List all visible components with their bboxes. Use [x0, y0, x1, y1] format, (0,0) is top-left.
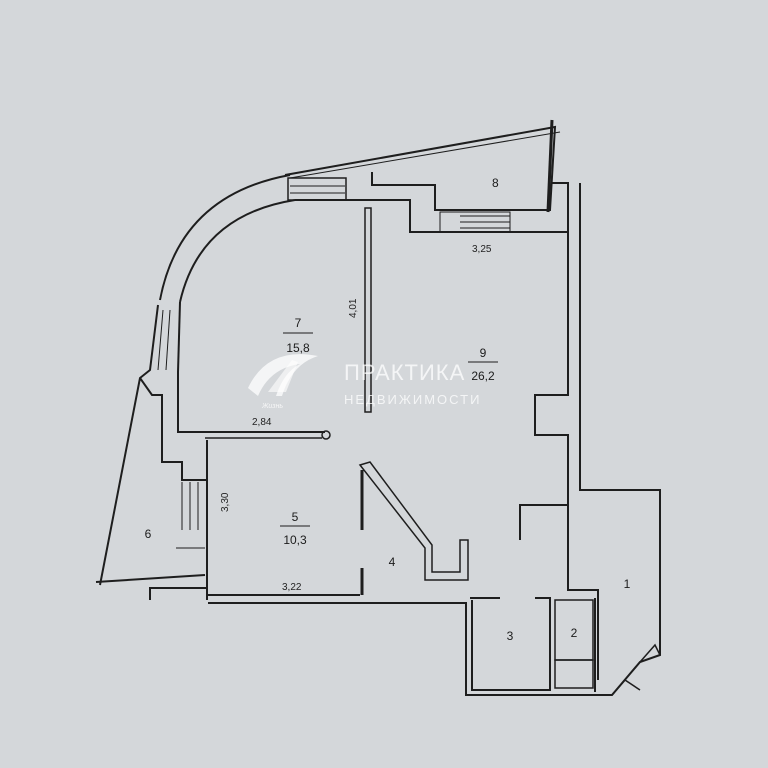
logo-swoosh: [248, 354, 318, 396]
watermark-logo: Жизнь: [248, 354, 318, 410]
dimension-labels: 3,25 4,01 2,84 3,30 3,22: [220, 244, 492, 593]
dimension-3-25: 3,25: [472, 244, 492, 255]
curved-inner-wall: [179, 199, 296, 303]
room-area-7: 15,8: [286, 341, 310, 355]
room-number-3: 3: [507, 629, 514, 643]
balcony-top-wall: [284, 125, 557, 211]
dimension-2-84: 2,84: [252, 417, 272, 428]
dimension-4-01: 4,01: [348, 298, 359, 318]
balcony-rail: [546, 119, 554, 213]
watermark: Жизнь ПРАКТИКА НЕДВИЖИМОСТИ: [248, 354, 481, 410]
dimension-3-30: 3,30: [220, 492, 231, 512]
watermark-title: ПРАКТИКА: [344, 360, 465, 385]
room-number-7: 7: [295, 316, 302, 330]
wall-room5-bottom: [149, 587, 360, 600]
wall-room7-bottom: [177, 372, 325, 433]
room-number-4: 4: [389, 555, 396, 569]
left-window-strip: [99, 304, 159, 586]
partition-7-9: [364, 207, 372, 413]
left-window-line2: [165, 309, 171, 371]
curved-outer-wall: [159, 174, 291, 301]
logo-text: Жизнь: [261, 403, 283, 410]
wall-room6-bottom: [95, 574, 206, 583]
wall-room7-top: [295, 182, 569, 233]
logo-stroke: [268, 360, 298, 392]
partition-room4: [358, 461, 469, 581]
wall-room3: [470, 597, 551, 691]
bay-window: [611, 643, 661, 696]
room-number-1: 1: [624, 577, 631, 591]
room-number-2: 2: [571, 626, 578, 640]
room-number-5: 5: [292, 510, 299, 524]
watermark-subtitle: НЕДВИЖИМОСТИ: [344, 392, 481, 407]
room-area-5: 10,3: [283, 533, 307, 547]
wall-room1: [567, 505, 599, 692]
dimension-3-22: 3,22: [282, 582, 302, 593]
balcony-top-thin: [289, 131, 561, 179]
wall-room6: [139, 377, 207, 481]
room-number-6: 6: [145, 527, 152, 541]
left-window-line1: [157, 309, 164, 371]
wall-end-mark: [321, 430, 331, 440]
wall-room9-right: [519, 232, 569, 540]
room-area-9: 26,2: [471, 369, 495, 383]
room2-inner: [554, 659, 594, 689]
room-number-9: 9: [480, 346, 487, 360]
walls: [95, 119, 661, 696]
room-labels: 8 7 15,8 9 26,2 5 10,3 6 4 1 3 2: [145, 176, 631, 643]
room-number-8: 8: [492, 176, 499, 190]
left-window-strip-inner: [177, 301, 181, 373]
